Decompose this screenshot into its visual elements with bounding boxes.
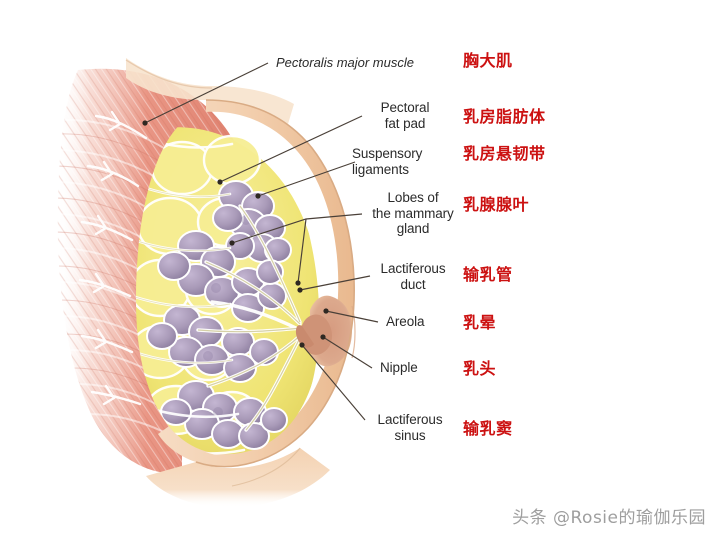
label-pectoral-fat-pad: Pectoral fat pad [380,100,430,131]
watermark: 头条 @Rosie的瑜伽乐园 [512,508,706,528]
label-lobes-of-the-mammary-gland: Lobes of the mammary gland [372,190,454,236]
label-nipple: Nipple [380,360,418,375]
annotation-lactiferous-duct: 输乳管 [463,265,513,284]
label-lactiferous-duct: Lactiferous duct [380,261,446,292]
annotation-lobes-of-the-mammary-gland: 乳腺腺叶 [463,195,530,214]
breast-internal-structures [136,118,320,455]
annotation-suspensory-ligaments: 乳房悬韧带 [463,144,546,163]
label-pectoralis-major-muscle: Pectoralis major muscle [276,55,414,70]
annotation-nipple: 乳头 [463,359,497,378]
label-areola: Areola [386,314,425,329]
annotation-pectoral-fat-pad: 乳房脂肪体 [463,107,546,126]
annotation-pectoralis-major-muscle: 胸大肌 [463,51,513,70]
label-suspensory-ligaments: Suspensory ligaments [352,146,423,177]
ligament-muscle-anchors [78,110,148,406]
annotation-lactiferous-sinus: 输乳窦 [463,419,513,438]
label-lactiferous-sinus: Lactiferous sinus [377,412,443,443]
annotation-areola: 乳晕 [463,313,497,332]
